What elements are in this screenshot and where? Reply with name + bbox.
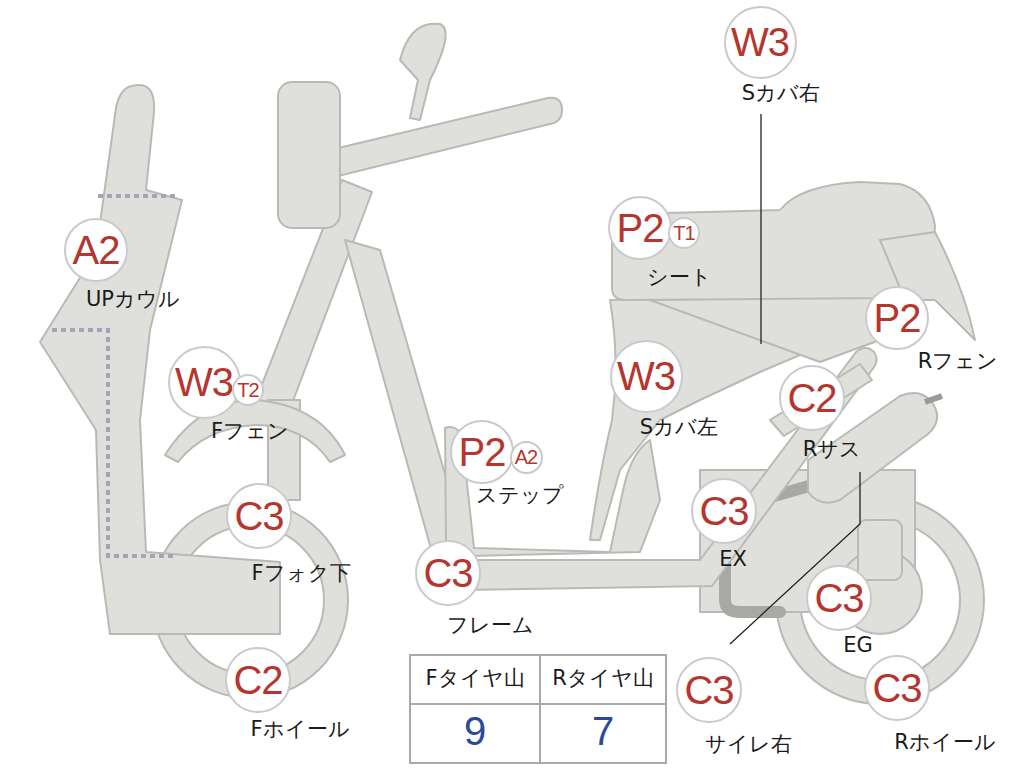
callout-code: C3 bbox=[699, 491, 748, 531]
part-label: Fフェン bbox=[211, 420, 289, 443]
part-label: Rフェン bbox=[918, 350, 999, 373]
callout-code: T2 bbox=[237, 380, 258, 400]
part-label: Rホイール bbox=[894, 731, 996, 754]
callout-circle: A2 bbox=[64, 218, 128, 282]
callout-circle: T1 bbox=[668, 217, 700, 249]
callout-circle: C2 bbox=[225, 647, 291, 713]
part-label: Fフォク下 bbox=[251, 562, 350, 585]
callout-code: P2 bbox=[459, 432, 506, 472]
callout-code: W3 bbox=[175, 362, 233, 402]
table-value: 7 bbox=[592, 709, 614, 753]
callout-circle: W3 bbox=[610, 340, 683, 413]
callout-code: C2 bbox=[233, 660, 282, 700]
callout-circle: P2 bbox=[608, 196, 672, 260]
callout-code: C3 bbox=[814, 578, 863, 618]
callout-circle: W3 bbox=[724, 6, 797, 79]
callout-circle: C2 bbox=[779, 365, 845, 431]
callout-code: C3 bbox=[872, 668, 921, 708]
part-label: Sカバ左 bbox=[640, 416, 718, 439]
part-label: Sカバ右 bbox=[742, 82, 820, 105]
part-label: EX bbox=[719, 548, 747, 571]
part-label: Rタイヤ山 bbox=[552, 667, 654, 690]
callout-code: A2 bbox=[515, 447, 537, 467]
callout-circle: C3 bbox=[691, 478, 757, 544]
callout-circle: P2 bbox=[865, 286, 929, 350]
callout-code: W3 bbox=[731, 22, 789, 62]
callout-code: T1 bbox=[673, 223, 694, 243]
callout-code: C3 bbox=[234, 496, 283, 536]
callout-code: C2 bbox=[787, 378, 836, 418]
callout-circle: C3 bbox=[864, 655, 930, 721]
callout-code: C3 bbox=[684, 670, 733, 710]
part-label: ステップ bbox=[476, 484, 564, 507]
callout-code: P2 bbox=[617, 208, 664, 248]
part-label: シート bbox=[647, 266, 712, 289]
callout-code: P2 bbox=[874, 298, 921, 338]
part-label: EG bbox=[843, 634, 873, 657]
callout-circle: C3 bbox=[676, 657, 742, 723]
part-label: Fホイール bbox=[250, 718, 349, 741]
callout-code: C3 bbox=[423, 553, 472, 593]
table-value: 9 bbox=[464, 709, 486, 753]
part-label: UPカウル bbox=[86, 288, 180, 311]
callout-code: A2 bbox=[73, 230, 120, 270]
callout-circle: W3 bbox=[168, 346, 241, 419]
callout-circle: P2 bbox=[450, 420, 514, 484]
callout-circle: C3 bbox=[415, 540, 481, 606]
callout-circle: C3 bbox=[806, 565, 872, 631]
callout-code: W3 bbox=[617, 356, 675, 396]
tyre-table bbox=[410, 655, 666, 763]
callout-circle: A2 bbox=[510, 441, 543, 474]
callout-circle: T2 bbox=[232, 374, 264, 406]
part-label: フレーム bbox=[447, 614, 534, 637]
part-label: Rサス bbox=[803, 438, 862, 461]
part-label: サイレ右 bbox=[705, 733, 792, 756]
callout-circle: C3 bbox=[226, 483, 292, 549]
part-label: Fタイヤ山 bbox=[425, 667, 524, 690]
